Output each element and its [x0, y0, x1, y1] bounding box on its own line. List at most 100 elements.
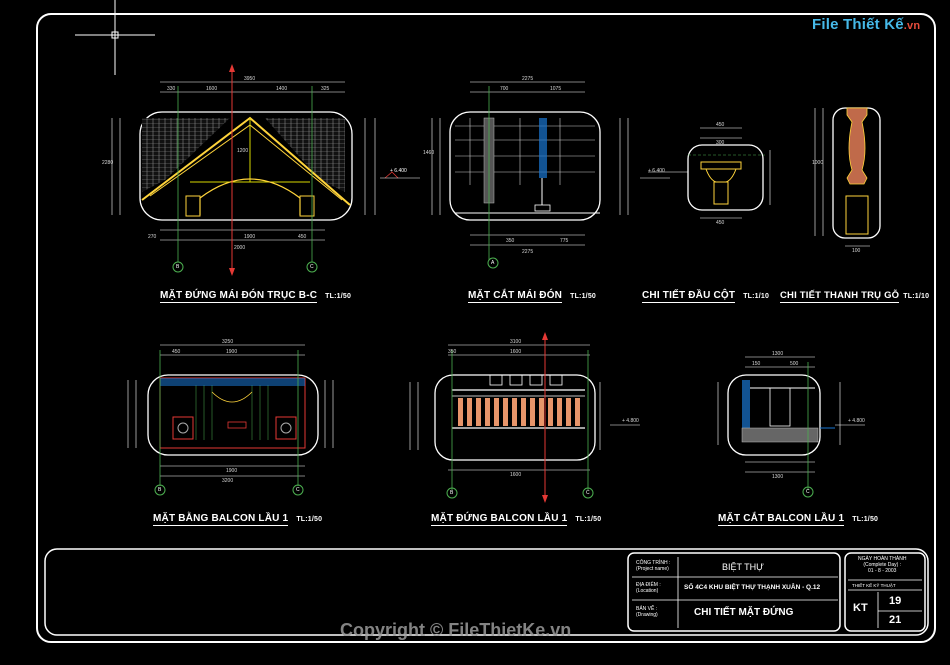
title-block-sheet — [844, 552, 926, 632]
view-1-roof-elevation — [111, 64, 420, 276]
dim-text: 2000 — [234, 245, 246, 251]
dim-text: 775 — [560, 238, 569, 244]
view-title-7: MẶT CẮT BALCON LẦU 1 TL:1/50 — [718, 513, 879, 526]
date-label: NGÀY HOÀN THÀNH(Complete Day) :01 - 8 - … — [858, 556, 906, 574]
title-strip-frame — [44, 548, 929, 636]
view-title-text: MẶT CẮT MÁI ĐÓN — [468, 290, 563, 303]
dim-text: 3250 — [222, 339, 234, 345]
view-scale-text: TL:1/10 — [743, 293, 770, 300]
level-text: + 6.400 — [648, 168, 665, 174]
sheet-frame — [36, 13, 936, 643]
label-text-en: (Drawing) — [636, 612, 658, 618]
level-text: + 6.400 — [390, 168, 407, 174]
view-7-balcony-section — [717, 356, 865, 498]
axis-label: B — [176, 264, 180, 270]
dim-text: 3100 — [510, 339, 522, 345]
view-title-text: MẶT CẮT BALCON LẦU 1 — [718, 513, 845, 526]
design-label: THIẾT KẾ KỸ THUẬT — [852, 583, 896, 588]
label-text: ĐỊA ĐIỂM : — [636, 582, 661, 588]
axis-label: B — [158, 487, 162, 493]
dim-text: 325 — [321, 86, 330, 92]
dim-text: 1300 — [772, 351, 784, 357]
location-value: SỐ 4C4 KHU BIỆT THỰ THẠNH XUÂN - Q.12 — [684, 584, 821, 591]
drawing-value: CHI TIẾT MẶT ĐỨNG — [694, 607, 794, 618]
dim-text: 1900 — [226, 349, 238, 355]
view-title-text: MẶT ĐỨNG BALCON LẦU 1 — [431, 513, 568, 526]
view-title-text: MẶT ĐỨNG MÁI ĐÓN TRỤC B-C — [160, 290, 318, 303]
dim-text: 270 — [148, 234, 157, 240]
view-2-roof-section — [431, 81, 670, 269]
view-title-1: MẶT ĐỨNG MÁI ĐÓN TRỤC B-C TL:1/50 — [160, 290, 352, 303]
dim-text: 1300 — [772, 474, 784, 480]
dim-text: 450 — [172, 349, 181, 355]
dim-text: 350 — [506, 238, 515, 244]
sheet-number: 19 — [889, 595, 902, 607]
view-scale-text: TL:1/50 — [852, 516, 879, 523]
ucs-crosshair — [75, 0, 155, 75]
dim-text: 700 — [500, 86, 509, 92]
axis-label: C — [310, 264, 314, 270]
dim-text: 1000 — [812, 160, 824, 166]
dim-text: 300 — [716, 140, 725, 146]
dim-text: 2275 — [522, 76, 534, 82]
view-6-balcony-elevation — [409, 332, 640, 503]
dim-text: 1460 — [423, 150, 435, 156]
view-5-balcony-plan — [127, 344, 334, 496]
view-title-text: CHI TIẾT ĐẦU CỘT — [642, 290, 736, 303]
dim-text: 450 — [298, 234, 307, 240]
dim-text: 1075 — [550, 86, 562, 92]
view-4-wooden-baluster — [814, 107, 881, 247]
axis-label: B — [450, 490, 454, 496]
dim-text: 450 — [716, 220, 725, 226]
label-text-en: (Location) — [636, 588, 659, 594]
dim-text: 150 — [752, 361, 761, 367]
label-text: NGÀY HOÀN THÀNH — [858, 556, 907, 562]
level-text: + 4.800 — [622, 418, 639, 424]
label-text-en: (Project name) — [636, 566, 669, 572]
sheet-code: KT — [853, 602, 868, 614]
dim-text: 1600 — [510, 349, 522, 355]
dim-text: 330 — [167, 86, 176, 92]
dim-text: 1600 — [206, 86, 218, 92]
dim-text: 2280 — [102, 160, 114, 166]
dim-text: 1400 — [276, 86, 288, 92]
axis-label: C — [586, 490, 590, 496]
dim-text: 350 — [448, 349, 457, 355]
view-title-2: MẶT CẮT MÁI ĐÓN TL:1/50 — [468, 290, 597, 303]
dim-text: 100 — [852, 248, 861, 254]
dim-text: 500 — [790, 361, 799, 367]
title-block-main — [627, 552, 841, 632]
axis-label: A — [491, 260, 495, 266]
view-scale-text: TL:1/50 — [296, 516, 323, 523]
axis-label: C — [296, 487, 300, 493]
brand-logo: File Thiết Kế.vn — [812, 16, 920, 33]
dim-text: 2275 — [522, 249, 534, 255]
level-text: + 4.800 — [848, 418, 865, 424]
logo-suffix-text: .vn — [903, 20, 921, 32]
dim-text: 1600 — [510, 472, 522, 478]
copyright-watermark: Copyright © FileThietKe.vn — [340, 620, 572, 640]
project-label: CÔNG TRÌNH :(Project name) — [636, 560, 670, 572]
location-label: ĐỊA ĐIỂM :(Location) — [636, 582, 661, 594]
label-text-en: (Complete Day) : — [863, 562, 902, 568]
view-scale-text: TL:1/50 — [325, 293, 352, 300]
view-title-3: CHI TIẾT ĐẦU CỘT TL:1/10 — [642, 290, 770, 303]
label-text: CÔNG TRÌNH : — [636, 560, 671, 566]
date-value: 01 - 8 - 2003 — [868, 568, 897, 574]
logo-brand-text: File Thiết Kế — [812, 16, 904, 33]
sheet-total: 21 — [889, 614, 902, 626]
view-3-column-head — [648, 127, 771, 219]
view-scale-text: TL:1/10 — [903, 293, 930, 300]
project-value: BIỆT THỰ — [722, 562, 764, 572]
view-title-6: MẶT ĐỨNG BALCON LẦU 1 TL:1/50 — [431, 513, 602, 526]
drawing-label: BẢN VẼ :(Drawing) — [636, 606, 658, 618]
axis-label: C — [806, 489, 810, 495]
dim-text: 450 — [716, 122, 725, 128]
dim-text: 3200 — [222, 478, 234, 484]
view-scale-text: TL:1/50 — [575, 516, 602, 523]
view-title-text: CHI TIẾT THANH TRỤ GỖ — [780, 290, 900, 303]
view-scale-text: TL:1/50 — [570, 293, 597, 300]
